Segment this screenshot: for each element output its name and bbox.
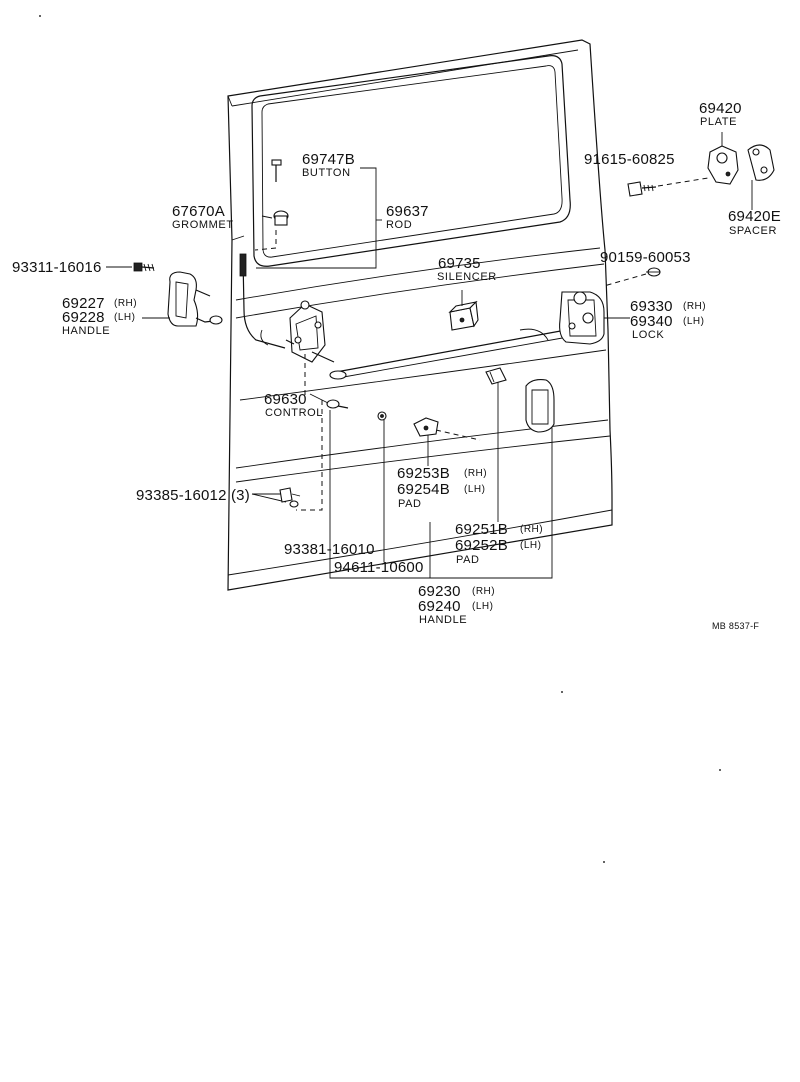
lock-rod-shape: [335, 329, 567, 373]
pad-shape-69251b: [485, 367, 507, 385]
part-name-spacer: SPACER: [729, 225, 778, 237]
bolt-shape-93385: [279, 487, 301, 508]
speck: [719, 769, 721, 771]
lock-rod-end: [329, 370, 347, 380]
part-name-handle-1: HANDLE: [62, 325, 111, 337]
part-name-plate: PLATE: [700, 116, 738, 128]
outside-handle-shape: [167, 271, 223, 327]
part-suffix-69254b: (LH): [464, 484, 486, 495]
part-number-91615-60825: 91615-60825: [584, 151, 675, 168]
rod-end: [239, 253, 247, 277]
part-number-69254b: 69254B: [397, 481, 450, 498]
part-suffix-69252b: (LH): [520, 540, 542, 551]
part-suffix-69228: (LH): [114, 312, 136, 323]
silencer-shape: [448, 300, 479, 331]
part-number-69735: 69735: [438, 255, 481, 272]
reference-code: MB 8537-F: [712, 621, 760, 631]
part-name-rod: ROD: [386, 219, 413, 231]
part-suffix-69227: (RH): [114, 298, 138, 309]
inner-panel-holes: [260, 328, 549, 346]
part-number-93385-16012: 93385-16012 (3): [136, 487, 250, 504]
part-suffix-69340: (LH): [683, 316, 705, 327]
leader-lines: [106, 132, 753, 579]
part-number-69240: 69240: [418, 598, 461, 615]
part-number-69630: 69630: [264, 391, 307, 408]
part-number-69230: 69230: [418, 583, 461, 600]
part-number-69420: 69420: [699, 100, 742, 117]
part-number-69637: 69637: [386, 203, 429, 220]
button-dash-line: [254, 230, 277, 251]
control-shape: [285, 300, 335, 363]
part-number-93311-16016: 93311-16016: [12, 259, 102, 276]
screw-dash-line-90159: [603, 273, 647, 287]
part-suffix-69330: (RH): [683, 301, 707, 312]
part-suffix-69253b: (RH): [464, 468, 488, 479]
part-suffix-69230: (RH): [472, 586, 496, 597]
door-panel-outline: [227, 39, 613, 591]
part-number-69252b: 69252B: [455, 537, 508, 554]
screw-shape-93381: [326, 399, 349, 409]
part-number-69228: 69228: [62, 309, 105, 326]
part-name-silencer: SILENCER: [437, 271, 497, 283]
spacer-shape: [747, 144, 775, 181]
button-shape: [271, 159, 282, 182]
part-name-control: CONTROL: [265, 407, 323, 419]
part-number-69251b: 69251B: [455, 521, 508, 538]
plate-shape: [707, 145, 739, 185]
pad-shape-69253b: [413, 417, 439, 437]
speck: [39, 15, 41, 17]
part-number-69340: 69340: [630, 313, 673, 330]
bolt-shape-91615: [627, 181, 657, 197]
part-suffix-69240: (LH): [472, 601, 494, 612]
part-name-grommet: GROMMET: [172, 219, 234, 231]
grommet-shape: [273, 210, 289, 226]
lock-rod-shape-2: [337, 336, 569, 379]
bolt-shape-93311: [133, 262, 155, 272]
part-number-69253b: 69253B: [397, 465, 450, 482]
part-name-pad-1: PAD: [398, 498, 422, 510]
outside-handle-2-shape: [525, 379, 555, 433]
washer-shape-94611: [377, 411, 387, 421]
part-number-69420e: 69420E: [728, 208, 781, 225]
part-number-93381-16010: 93381-16010: [284, 541, 375, 558]
bolt-dash-line-91615: [657, 177, 709, 187]
part-name-button: BUTTON: [302, 167, 351, 179]
part-number-69747b: 69747B: [302, 151, 355, 168]
lock-shape: [559, 291, 605, 345]
part-name-pad-2: PAD: [456, 554, 480, 566]
rod-shape: [242, 257, 286, 349]
part-name-lock: LOCK: [632, 329, 665, 341]
speck: [561, 691, 563, 693]
part-number-90159-60053: 90159-60053: [600, 249, 691, 266]
part-number-94611-10600: 94611-10600: [334, 559, 424, 576]
part-suffix-69251b: (RH): [520, 524, 544, 535]
speck: [603, 861, 605, 863]
screw-shape-90159: [646, 267, 661, 277]
part-number-67670a: 67670A: [172, 203, 225, 220]
part-number-69227: 69227: [62, 295, 105, 312]
part-name-handle-2: HANDLE: [419, 614, 468, 626]
part-number-69330: 69330: [630, 298, 673, 315]
